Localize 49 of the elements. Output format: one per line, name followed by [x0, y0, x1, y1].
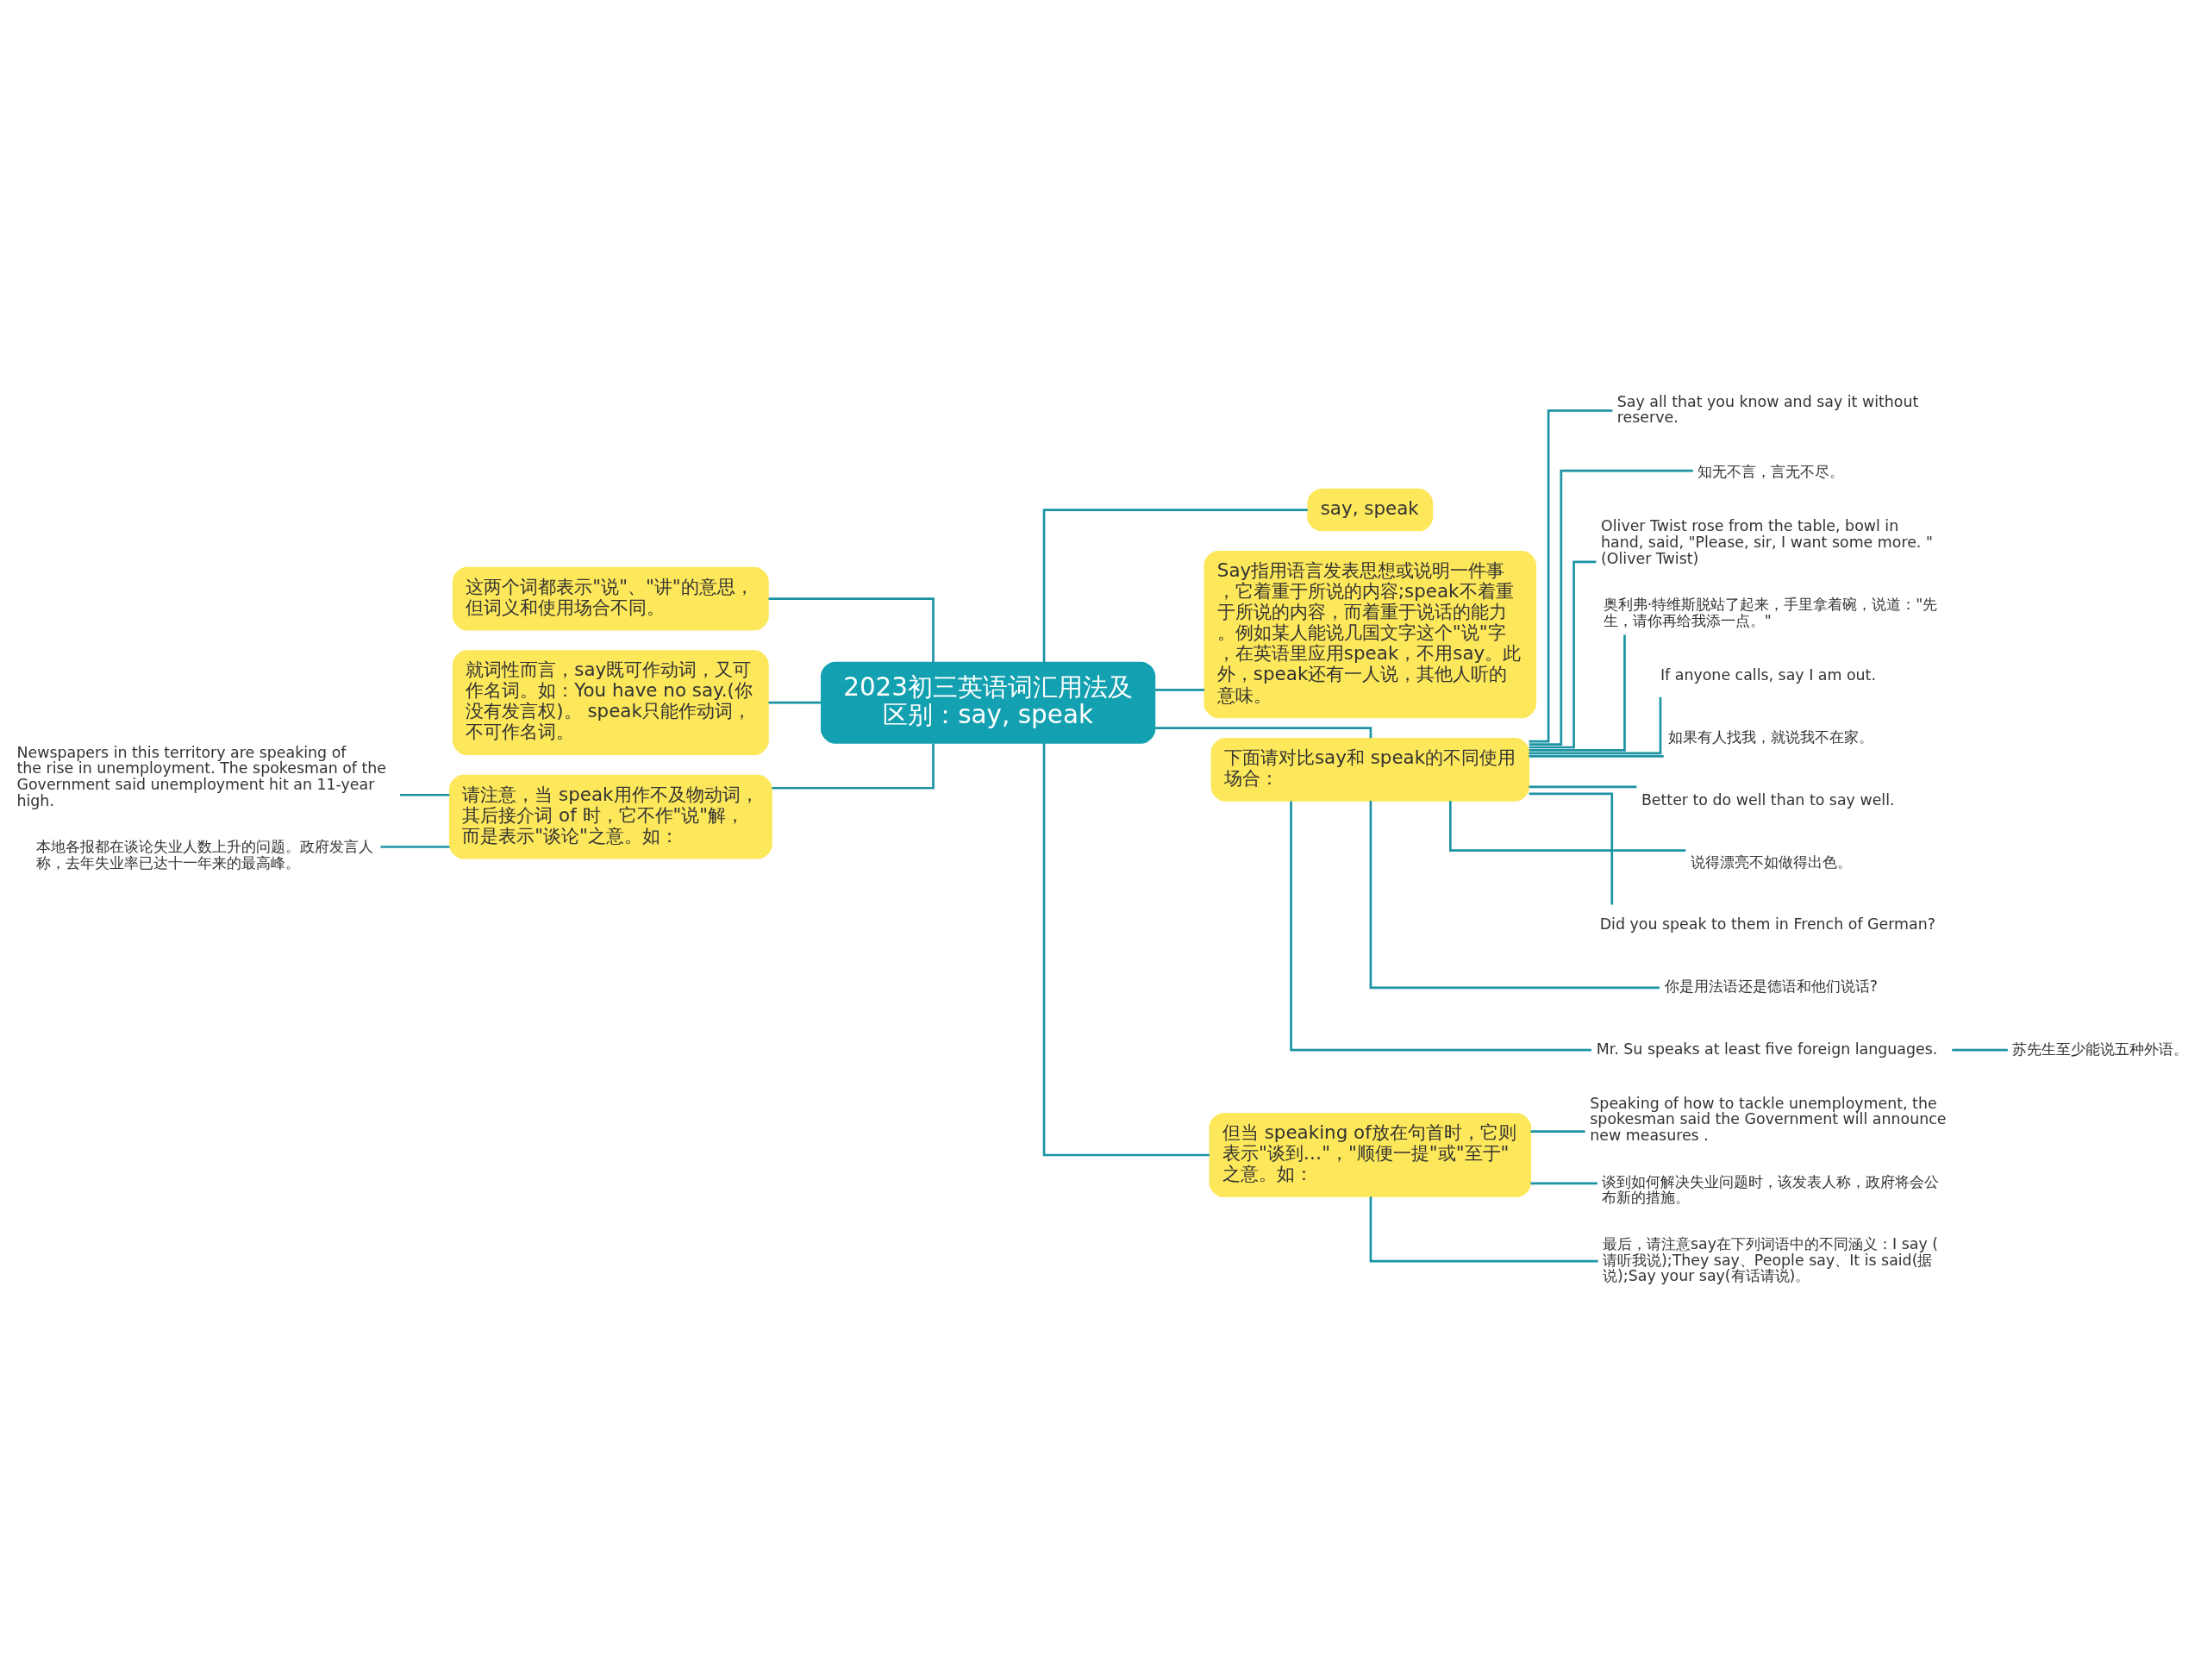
connector: [1369, 801, 1660, 990]
connector: [380, 846, 450, 848]
node-text: Say all that you know and say it without reserve.: [1616, 392, 1919, 427]
node-text: 你是用法语还是德语和他们说话?: [1664, 977, 1878, 996]
connector: [1529, 469, 1693, 746]
node-text: 知无不言，言无不尽。: [1697, 463, 1845, 481]
connector: [1529, 785, 1637, 789]
node-text: 奥利弗·特维斯脱站了起来，手里拿着碗，说道："先生，请你再给我添一点。": [1603, 596, 1938, 630]
connector: [1155, 727, 1372, 739]
connector: [1042, 743, 1210, 1157]
connector: [1529, 792, 1614, 905]
node-text: Speaking of how to tackle unemployment, the spokesman said the Government will announce new measures .: [1590, 1094, 1947, 1145]
node-text: Oliver Twist rose from the table, bowl in hand, said, "Please, sir, I want some more. " (Oliver Twist): [1601, 517, 1933, 567]
connector: [400, 793, 450, 796]
node-text: 本地各报都在谈论失业人数上升的问题。政府发言人称，去年失业率已达十一年来的最高峰。: [36, 838, 374, 872]
node-text: If anyone calls, say I am out.: [1660, 665, 1876, 684]
connector: [1529, 755, 1664, 758]
connector: [768, 597, 935, 663]
node-text: Better to do well than to say well.: [1641, 790, 1895, 809]
node-text: Newspapers in this territory are speaking of the rise in unemployment. The spokesman of the Government said unemployment hit an 11-year high.: [16, 743, 387, 809]
node-text: 苏先生至少能说五种外语。: [2012, 1040, 2189, 1058]
connector: [1290, 801, 1591, 1052]
node-text: Mr. Su speaks at least five foreign languages.: [1596, 1040, 1938, 1058]
node-text: 谈到如何解决失业问题时，该发表人称，政府将会公布新的措施。: [1602, 1172, 1940, 1207]
connector: [772, 743, 935, 790]
node-box: 这两个词都表示"说"、"讲"的意思，但词义和使用场合不同。: [452, 566, 769, 631]
connector: [768, 701, 822, 704]
connector: [1042, 509, 1308, 663]
connector: [1449, 801, 1686, 852]
node-box: 2023初三英语词汇用法及区别：say, speak: [821, 661, 1156, 744]
connector: [1154, 689, 1205, 691]
node-text: Did you speak to them in French of German?: [1599, 915, 1935, 934]
connector: [1529, 634, 1626, 752]
connector: [1530, 1130, 1585, 1133]
connector: [1529, 560, 1597, 749]
node-box: say, speak: [1307, 488, 1434, 532]
connector: [1530, 1182, 1597, 1185]
connector: [1952, 1048, 2008, 1052]
node-text: 最后，请注意say在下列词语中的不同涵义：I say (请听我说);They say、People say、It is said(据说);Say your say(有话请说)。: [1603, 1234, 1939, 1285]
node-box: 请注意，当 speak用作不及物动词，其后接介词 of 时，它不作"说"解，而是表示"谈论"之意。如：: [448, 774, 772, 859]
node-box: Say指用语言发表思想或说明一件事，它着重于所说的内容;speak不着重于所说的内容，而着重于说话的能力。例如某人能说几国文字这个"说"字，在英语里应用speak，不用say。此外，speak还有一人说，其他人听的意味。: [1204, 551, 1537, 719]
node-box: 下面请对比say和 speak的不同使用场合：: [1210, 738, 1530, 802]
connector: [1529, 696, 1662, 755]
node-text: 说得漂亮不如做得出色。: [1690, 852, 1852, 871]
node-text: 如果有人找我，就说我不在家。: [1668, 728, 1874, 746]
node-box: 就词性而言，say既可作动词，又可作名词。如：You have no say.(你没有发言权)。 speak只能作动词，不可作名词。: [452, 650, 769, 756]
connector: [1529, 409, 1613, 743]
connector: [1369, 1196, 1598, 1263]
node-box: 但当 speaking of放在句首时，它则表示"谈到…"，"顺便一提"或"至于"之意。如：: [1209, 1113, 1532, 1197]
